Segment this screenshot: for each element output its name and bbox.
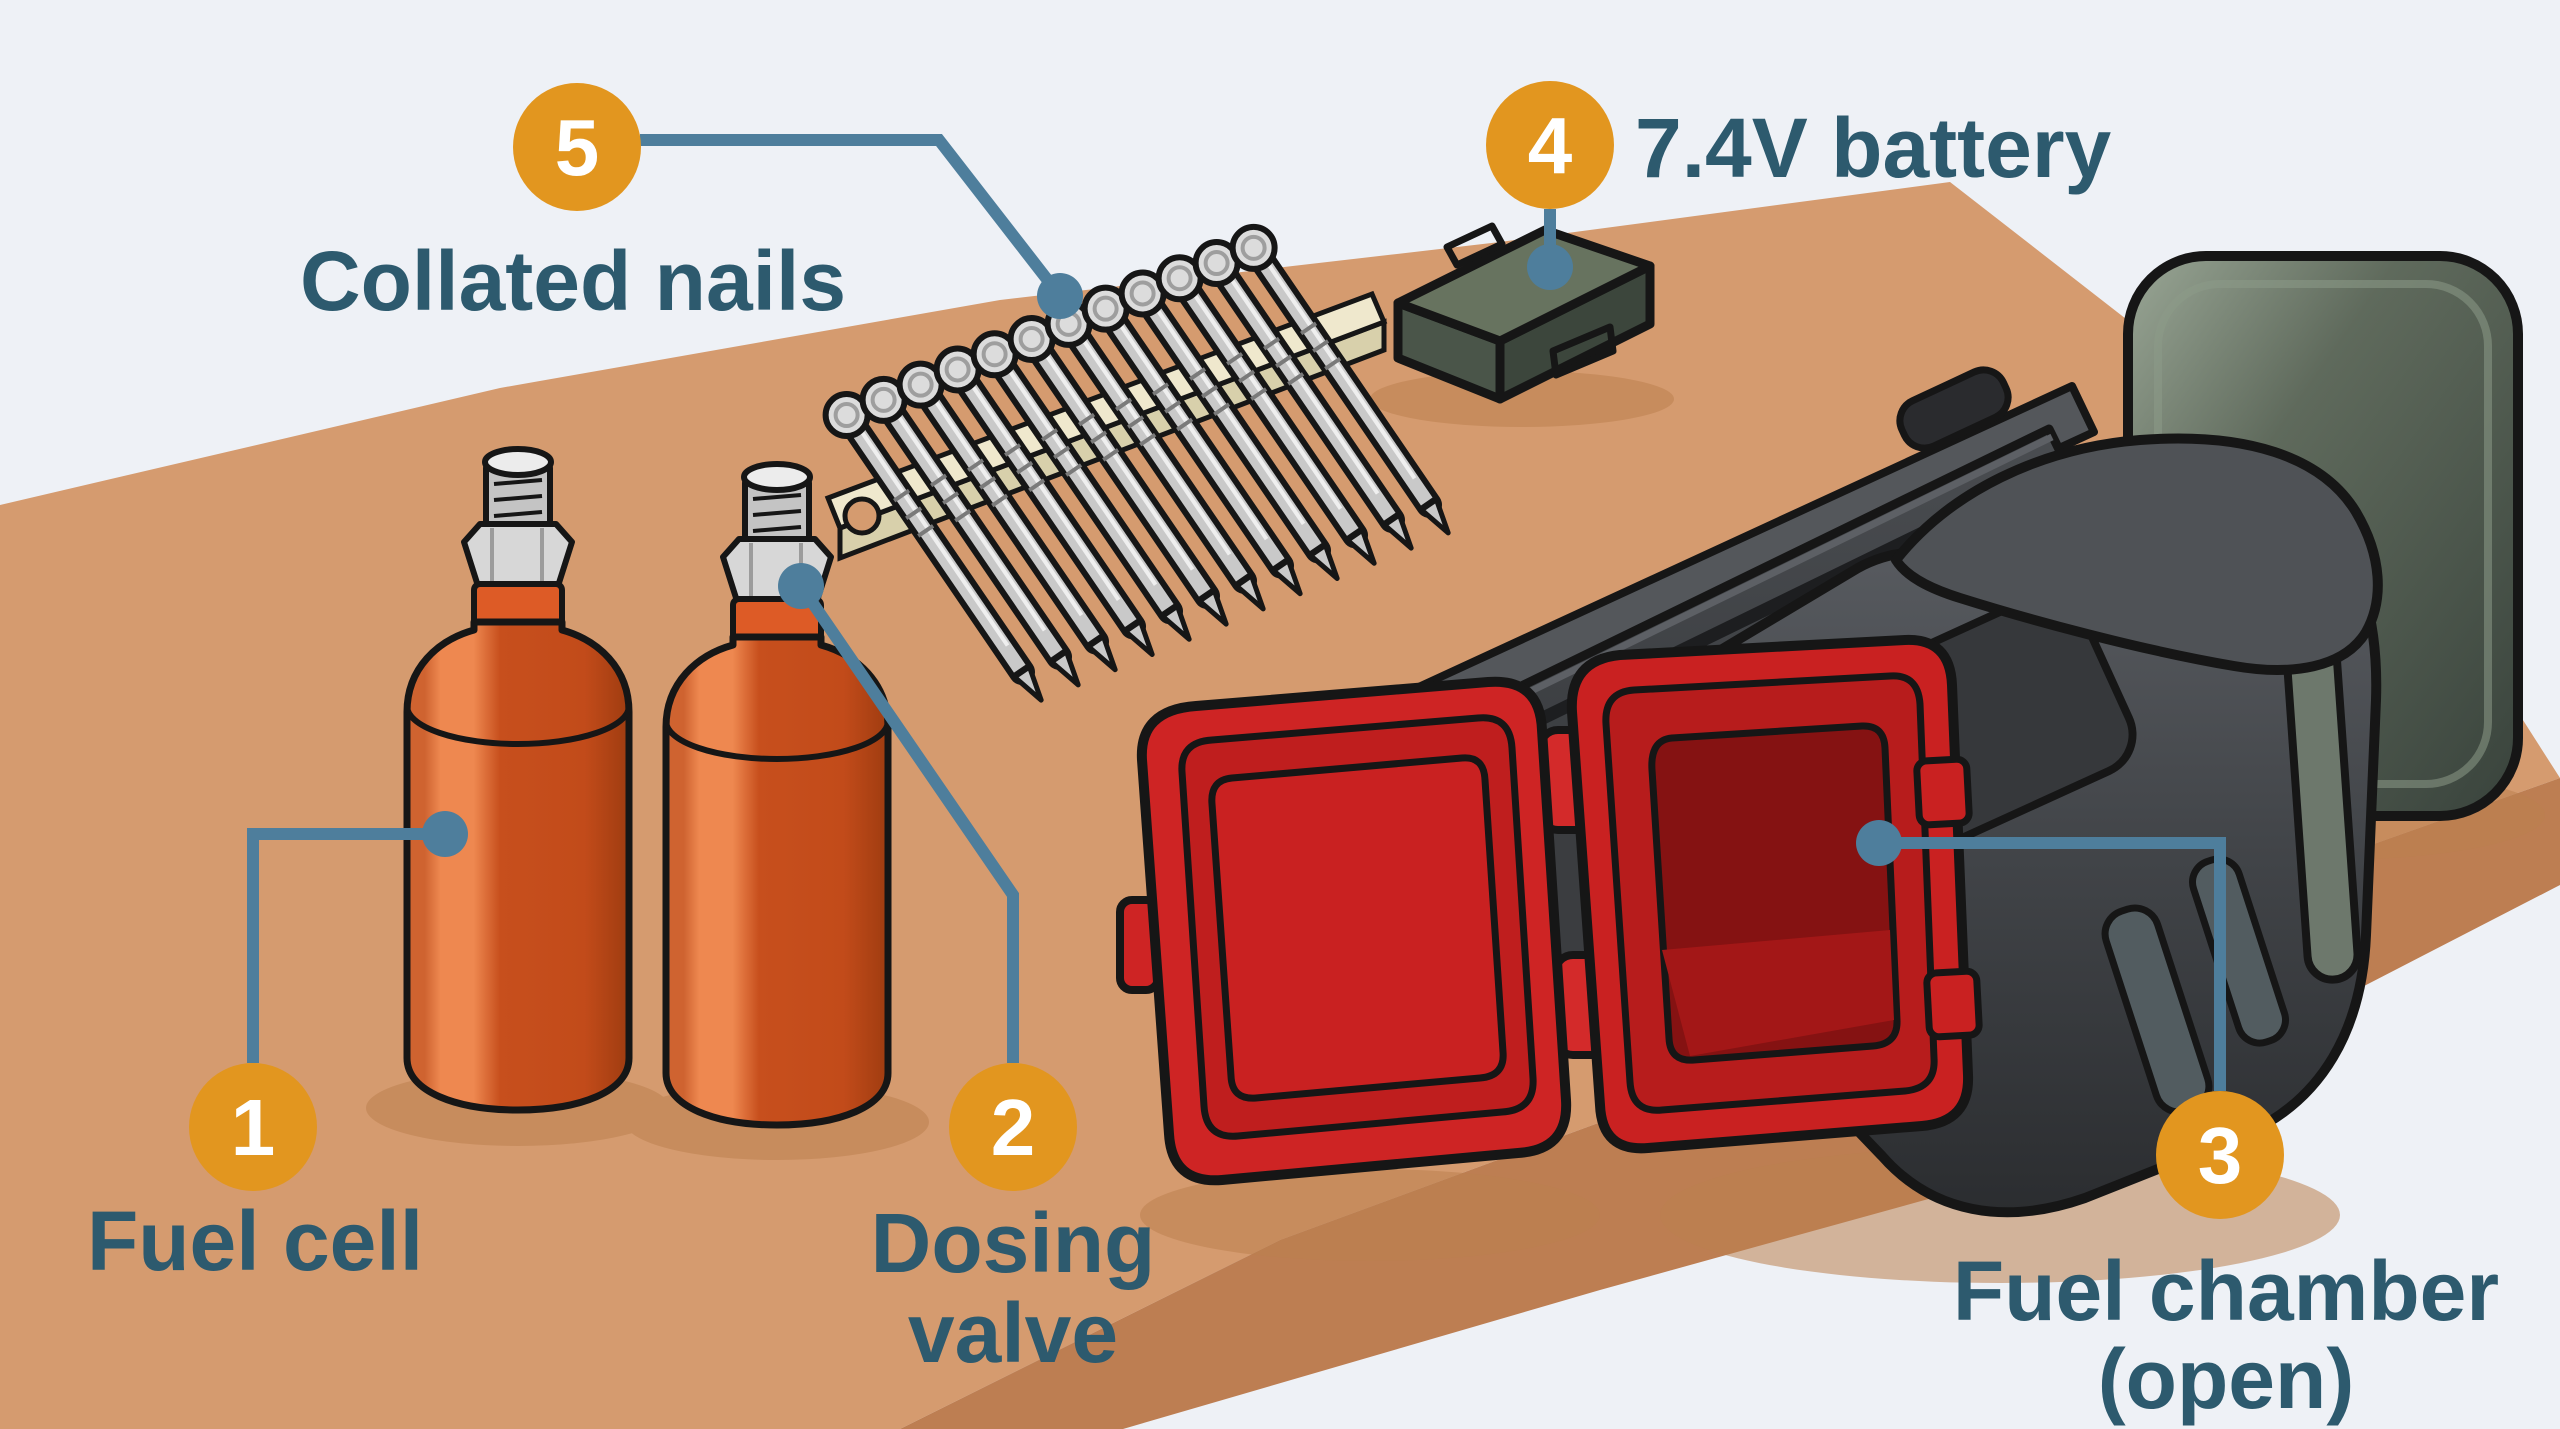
badge-2-number: 2	[991, 1083, 1036, 1172]
fuel-chamber-illustration	[1536, 634, 1983, 1154]
nail	[1192, 239, 1414, 551]
callout-badges: 1 2 3 4 5	[189, 81, 2284, 1219]
connector-nails	[640, 134, 1065, 300]
dot-fuel-chamber	[1856, 820, 1902, 866]
label-battery: 7.4V battery	[1635, 101, 2112, 195]
badge-3-number: 3	[2198, 1111, 2243, 1200]
badge-4-number: 4	[1528, 101, 1573, 190]
nails	[822, 223, 1451, 703]
label-valve: valve	[908, 1286, 1118, 1380]
label-dosing: Dosing	[871, 1196, 1156, 1290]
dot-battery	[1527, 244, 1573, 290]
badge-5: 5	[513, 83, 641, 211]
badge-4: 4	[1486, 81, 1614, 209]
connector-dosing-valve	[796, 582, 1019, 1063]
battery-top-port	[1443, 222, 1506, 269]
connector-fuel-cell	[247, 828, 445, 1063]
connector-fuel-chamber	[1879, 837, 2226, 1091]
dot-nails	[1037, 273, 1083, 319]
nail-gun-illustration	[1116, 251, 2523, 1218]
nail	[1044, 299, 1266, 612]
callout-dots	[422, 244, 1902, 866]
dot-dosing-valve	[778, 563, 824, 609]
battery-front-port	[1549, 323, 1617, 379]
nail	[1229, 223, 1451, 536]
nail	[1007, 315, 1229, 627]
nail	[822, 391, 1044, 703]
fuel-cell-illustration	[403, 446, 633, 1114]
badge-5-number: 5	[555, 103, 600, 192]
nail	[1081, 284, 1303, 597]
nail	[970, 330, 1192, 642]
callout-labels: Fuel cell Dosing valve Fuel chamber (ope…	[87, 101, 2499, 1426]
label-fuel-chamber: Fuel chamber	[1953, 1244, 2499, 1338]
nail	[933, 345, 1155, 657]
badge-2: 2	[949, 1063, 1077, 1191]
badge-3: 3	[2156, 1091, 2284, 1219]
badge-1-number: 1	[231, 1083, 276, 1172]
badge-1: 1	[189, 1063, 317, 1191]
battery-illustration	[1393, 222, 1655, 404]
fuel-chamber-lid	[1116, 676, 1572, 1186]
dot-fuel-cell	[422, 811, 468, 857]
collated-nails-illustration	[822, 223, 1451, 703]
label-open: (open)	[2098, 1332, 2355, 1426]
label-fuel-cell: Fuel cell	[87, 1194, 423, 1288]
nail	[896, 360, 1118, 673]
label-collated-nails: Collated nails	[300, 234, 846, 328]
gun-handle	[1891, 433, 2383, 675]
nail	[1118, 269, 1340, 581]
